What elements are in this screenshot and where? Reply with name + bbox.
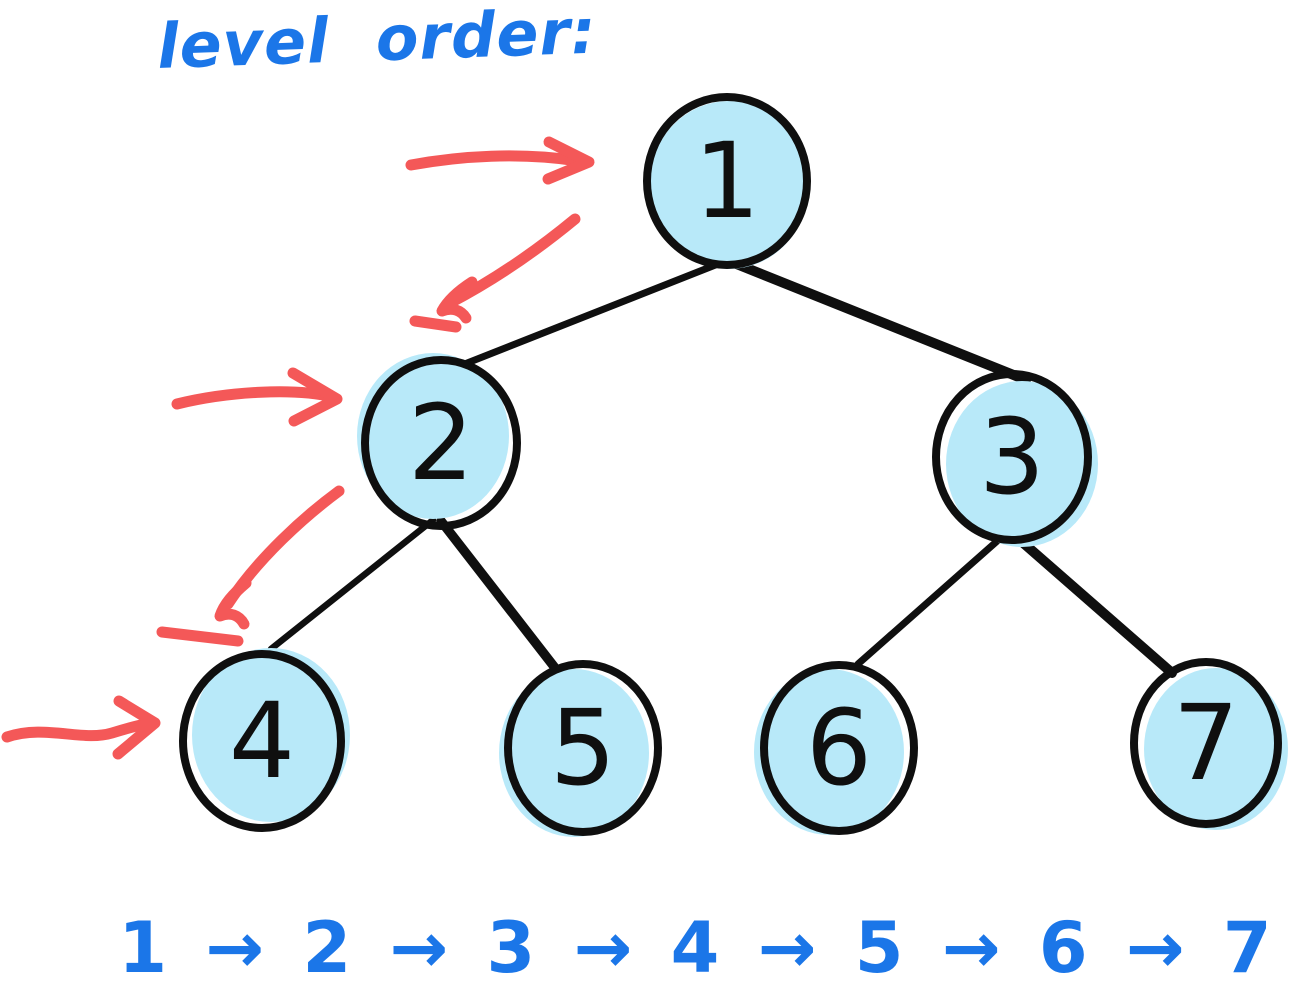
tree-node-7: 7: [1130, 658, 1288, 830]
descend-2-3-tick: [156, 626, 244, 647]
node-2-highlight: [357, 353, 509, 519]
level-1-arrow-icon: [405, 136, 595, 185]
tree-node-4: 4: [179, 648, 350, 832]
level-1-arrow-shaft: [405, 150, 584, 171]
level-2-arrow-head: [287, 367, 343, 427]
edge-3-6: [854, 531, 1008, 668]
node-1-highlight: [649, 101, 809, 269]
level-2-arrow-icon: [171, 367, 343, 427]
tree-edges: [267, 256, 1177, 678]
node-7-highlight: [1144, 668, 1288, 830]
node-1-circle: [643, 93, 811, 269]
edge-2-5: [436, 516, 564, 678]
node-7-circle: [1130, 658, 1282, 828]
traversal-sequence: 1 → 2 → 3 → 4 → 5 → 6 → 7: [118, 907, 1275, 989]
edge-2-4: [267, 516, 437, 653]
node-6-label: 6: [806, 687, 872, 809]
node-4-highlight: [192, 648, 350, 822]
node-3-highlight: [946, 381, 1098, 547]
node-2-label: 2: [408, 382, 474, 504]
tree-nodes: 1 2 3 4 5 6 7: [179, 93, 1288, 837]
node-5-label: 5: [550, 687, 616, 809]
level-1-arrow-head: [542, 136, 595, 185]
node-7-label: 7: [1173, 682, 1239, 804]
node-6-circle: [760, 661, 918, 835]
tree-node-2: 2: [357, 353, 521, 530]
descend-1-2-tick: [409, 315, 462, 333]
level-3-arrow-head: [112, 695, 161, 760]
tree-node-6: 6: [754, 661, 918, 835]
descend-1-2-head: [436, 276, 478, 324]
node-3-label: 3: [979, 396, 1045, 518]
node-3-circle: [932, 370, 1092, 544]
tree-node-5: 5: [499, 660, 662, 837]
node-4-label: 4: [229, 680, 295, 802]
diagram-title: level order:: [156, 0, 598, 83]
node-2-circle: [361, 356, 521, 530]
edge-3-7: [1008, 529, 1177, 678]
tree-node-3: 3: [932, 370, 1098, 547]
edge-1-2: [448, 258, 727, 373]
edge-1-3: [724, 256, 1031, 385]
level-arrows: [1, 136, 595, 760]
node-5-highlight: [499, 669, 649, 837]
tree-node-1: 1: [643, 93, 811, 269]
node-1-label: 1: [694, 120, 760, 242]
node-6-highlight: [754, 669, 904, 835]
node-4-circle: [179, 650, 345, 832]
node-5-circle: [504, 660, 662, 836]
level-3-arrow-icon: [1, 695, 161, 760]
descend-2-3-head: [214, 577, 252, 630]
descend-arrow-1-2-icon: [409, 213, 581, 333]
descend-arrow-2-3-icon: [156, 485, 345, 647]
descend-1-2-shaft: [444, 213, 581, 309]
level-3-arrow-shaft: [1, 717, 156, 743]
